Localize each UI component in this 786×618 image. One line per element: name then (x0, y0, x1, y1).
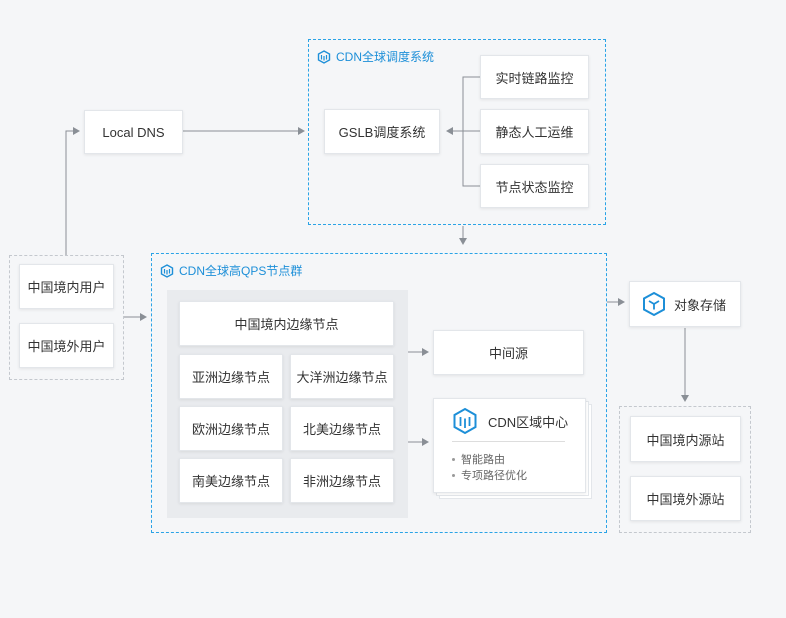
list-item: 智能路由 (452, 451, 505, 467)
origin-box: 中国境内源站 (630, 416, 741, 462)
node-group: CDN全球高QPS节点群 (151, 253, 607, 533)
bullet-icon (452, 473, 455, 477)
monitor-box: 静态人工运维 (480, 109, 589, 154)
cube-logo-icon (317, 49, 331, 64)
user-box: 中国境内用户 (19, 264, 114, 309)
monitor-box: 实时链路监控 (480, 55, 589, 99)
edge-node-box: 南美边缘节点 (179, 458, 283, 503)
bullet-icon (452, 457, 455, 461)
cube-logo-icon (160, 263, 174, 278)
list-item: 专项路径优化 (452, 467, 527, 483)
object-storage-box: 对象存储 (629, 281, 741, 327)
edge-node-box: 欧洲边缘节点 (179, 406, 283, 451)
domestic-edge-box: 中国境内边缘节点 (179, 301, 394, 346)
monitor-box: 节点状态监控 (480, 164, 589, 208)
edge-node-box: 非洲边缘节点 (290, 458, 394, 503)
edge-node-box: 北美边缘节点 (290, 406, 394, 451)
origins-group (619, 406, 751, 533)
object-storage-label: 对象存储 (674, 297, 727, 313)
region-center-title: CDN区域中心 (488, 414, 569, 430)
gslb-box: GSLB调度系统 (324, 109, 440, 154)
storage-cube-icon (643, 291, 665, 317)
local-dns-box: Local DNS (84, 110, 183, 154)
intermediate-origin-box: 中间源 (433, 330, 584, 375)
divider (452, 441, 565, 442)
origin-box: 中国境外源站 (630, 476, 741, 521)
local-dns-label: Local DNS (102, 124, 165, 140)
users-group (9, 255, 124, 380)
node-group-title: CDN全球高QPS节点群 (160, 262, 302, 279)
user-box: 中国境外用户 (19, 323, 114, 368)
edge-node-box: 大洋洲边缘节点 (290, 354, 394, 399)
edge-node-box: 亚洲边缘节点 (179, 354, 283, 399)
gslb-label: GSLB调度系统 (338, 125, 426, 140)
scheduling-system-group: CDN全球调度系统 (308, 39, 606, 225)
scheduling-system-title: CDN全球调度系统 (317, 48, 434, 65)
region-center-card: CDN区域中心 智能路由 专项路径优化 (433, 398, 586, 493)
cube-logo-icon (453, 407, 477, 435)
users-to-dns-arrow (65, 127, 80, 255)
region-center-header: CDN区域中心 (452, 407, 568, 435)
